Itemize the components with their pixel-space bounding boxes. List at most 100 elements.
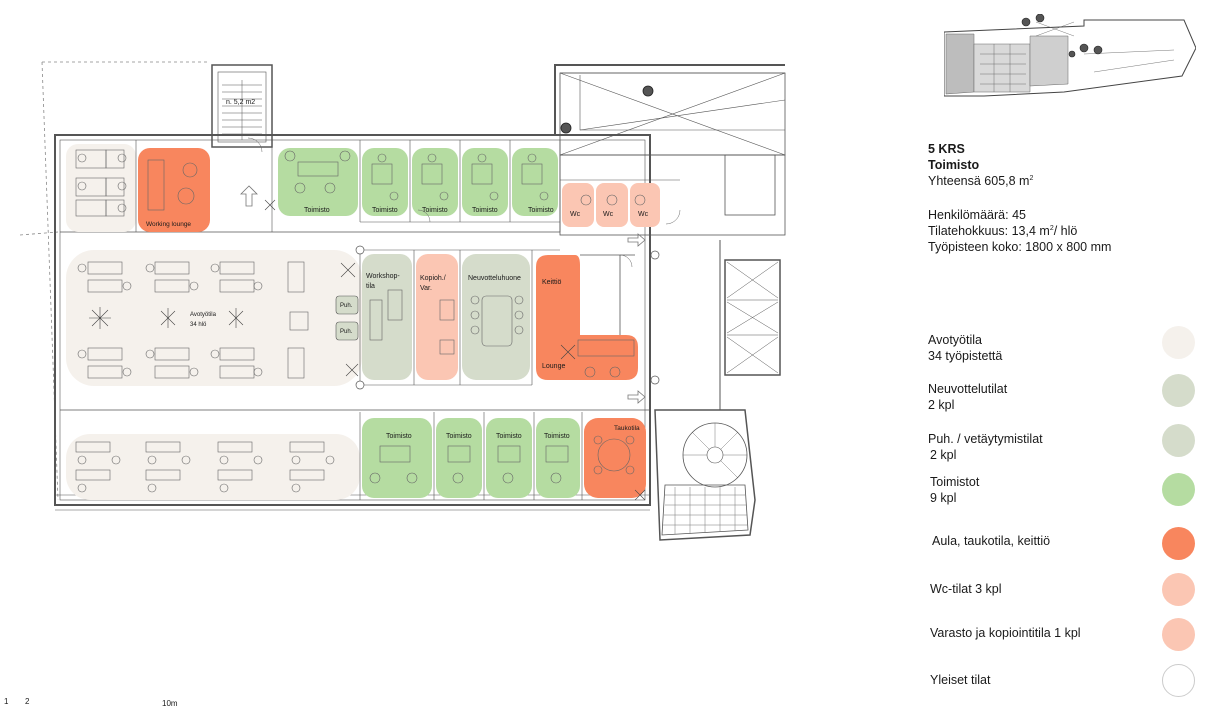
zone-workshop	[362, 254, 412, 380]
scale-label-10m: 10m	[162, 699, 178, 707]
floor-number: 5 KRS	[928, 142, 965, 156]
legend-common-label: Yleiset tilat	[930, 673, 991, 687]
zone-working-lounge	[138, 148, 210, 232]
legend-meeting-count: 2 kpl	[928, 398, 955, 412]
zone-meeting-room	[462, 254, 530, 380]
legend-swatch-offices	[1162, 473, 1195, 506]
label-wc-1: Wc	[570, 211, 581, 218]
floor-plan: n. 5,2 m2 Working lounge Toimisto Toimis…	[4, 61, 786, 707]
legend-open-space-label: Avotyötila	[928, 333, 982, 347]
label-office-1: Toimisto	[304, 207, 330, 214]
zone-kitchen-lounge	[536, 255, 638, 380]
camera-markers	[560, 85, 654, 134]
legend-offices-count: 9 kpl	[930, 491, 957, 505]
label-office-4: Toimisto	[472, 207, 498, 214]
legend-item-open-space: Avotyötila 34 työpistettä	[928, 332, 1148, 364]
doors	[247, 137, 681, 268]
label-office-7: Toimisto	[446, 433, 472, 440]
label-office-2: Toimisto	[372, 207, 398, 214]
direction-arrows	[240, 185, 646, 404]
legend-open-space-count: 34 työpistettä	[928, 349, 1003, 363]
legend-wc-label: Wc-tilat 3 kpl	[930, 582, 1002, 596]
space-efficiency-suffix: / hlö	[1053, 224, 1078, 238]
label-meeting-room: Neuvotteluhuone	[468, 275, 521, 282]
legend-storage-label: Varasto ja kopiointitila 1 kpl	[930, 626, 1081, 640]
zone-office-7	[436, 418, 482, 498]
zone-office-2	[362, 148, 408, 216]
label-avotyotila: Avotyötila	[190, 312, 217, 318]
label-office-8: Toimisto	[496, 433, 522, 440]
legend-item-storage: Varasto ja kopiointitila 1 kpl	[930, 625, 1150, 641]
scale-bar: 1 2 10m	[4, 697, 178, 707]
label-kitchen: Keittiö	[542, 279, 562, 286]
outer-walls	[54, 64, 786, 541]
zone-office-5	[512, 148, 558, 216]
label-copy-storage-2: Var.	[420, 285, 432, 292]
legend-item-common: Yleiset tilat	[930, 672, 1150, 688]
label-wc-2: Wc	[603, 211, 614, 218]
label-office-5: Toimisto	[528, 207, 554, 214]
label-copy-storage-1: Kopioh./	[420, 275, 446, 282]
label-phone-2: Puh.	[340, 329, 353, 335]
zones	[66, 144, 660, 500]
legend-phone-label: Puh. / vetäytymistilat	[928, 432, 1043, 446]
label-phone-1: Puh.	[340, 303, 353, 309]
legend-swatch-storage	[1162, 618, 1195, 651]
label-workshop-2: tila	[366, 283, 375, 290]
workstation-size: Työpisteen koko: 1800 x 800 mm	[928, 240, 1112, 254]
legend-swatch-wc	[1162, 573, 1195, 606]
info-panel: 5 KRS Toimisto Yhteensä 605,8 m2 Henkilö…	[928, 141, 1188, 255]
label-working-lounge: Working lounge	[146, 221, 191, 228]
label-wc-3: Wc	[638, 211, 649, 218]
label-avotyotila-count: 34 hlö	[190, 322, 207, 328]
scale-label-2: 2	[25, 697, 30, 706]
zone-copy-storage	[416, 254, 458, 380]
zone-office-4	[462, 148, 508, 216]
legend-lobby-label: Aula, taukotila, keittiö	[932, 534, 1051, 548]
label-office-6: Toimisto	[386, 433, 412, 440]
key-plan	[944, 14, 1196, 97]
site-outline	[19, 61, 210, 501]
legend-phone-count: 2 kpl	[930, 448, 957, 462]
space-efficiency: Tilatehokkuus: 13,4 m2/ hlö	[928, 223, 1188, 239]
zone-wc-3	[630, 183, 660, 227]
zone-office-9	[536, 418, 580, 498]
zone-office-8	[486, 418, 532, 498]
label-lounge: Lounge	[542, 363, 565, 370]
legend-item-phone: Puh. / vetäytymistilat 2 kpl	[928, 431, 1148, 463]
total-area: Yhteensä 605,8 m2	[928, 173, 1188, 189]
legend-swatch-meeting	[1162, 374, 1195, 407]
columns	[355, 245, 660, 390]
zone-office-1	[278, 148, 358, 216]
space-efficiency-unit-sup: 2	[1049, 224, 1054, 232]
legend-swatch-lobby	[1162, 527, 1195, 560]
label-office-3: Toimisto	[422, 207, 448, 214]
legend-item-wc: Wc-tilat 3 kpl	[930, 581, 1150, 597]
balcony-hatch	[663, 487, 748, 534]
zone-office-3	[412, 148, 458, 216]
legend-offices-label: Toimistot	[930, 475, 980, 489]
legend-swatch-open-space	[1162, 326, 1195, 359]
label-workshop-1: Workshop-	[366, 273, 400, 280]
zone-break-room	[584, 418, 646, 498]
plants	[89, 199, 646, 501]
zone-office-6	[362, 418, 432, 498]
legend-item-meeting: Neuvottelutilat 2 kpl	[928, 381, 1148, 413]
zone-phone-2	[335, 321, 359, 341]
total-area-unit-sup: 2	[1029, 174, 1034, 182]
legend-item-offices: Toimistot 9 kpl	[930, 474, 1150, 506]
legend-swatch-phone	[1162, 424, 1195, 457]
legend-item-lobby: Aula, taukotila, keittiö	[932, 533, 1152, 549]
legend-meeting-label: Neuvottelutilat	[928, 382, 1008, 396]
label-break-room: Taukotila	[614, 425, 640, 432]
space-efficiency-value: Tilatehokkuus: 13,4 m	[928, 224, 1050, 238]
room-labels: n. 5,2 m2 Working lounge Toimisto Toimis…	[146, 99, 649, 440]
label-area-note: n. 5,2 m2	[226, 99, 255, 106]
total-area-value: Yhteensä 605,8 m	[928, 174, 1030, 188]
person-count: Henkilömäärä: 45	[928, 208, 1026, 222]
scale-label-1: 1	[4, 697, 9, 706]
zone-wc-1	[562, 183, 594, 227]
legend-swatch-common	[1162, 664, 1195, 697]
floor-use: Toimisto	[928, 158, 980, 172]
partitions	[135, 140, 583, 500]
